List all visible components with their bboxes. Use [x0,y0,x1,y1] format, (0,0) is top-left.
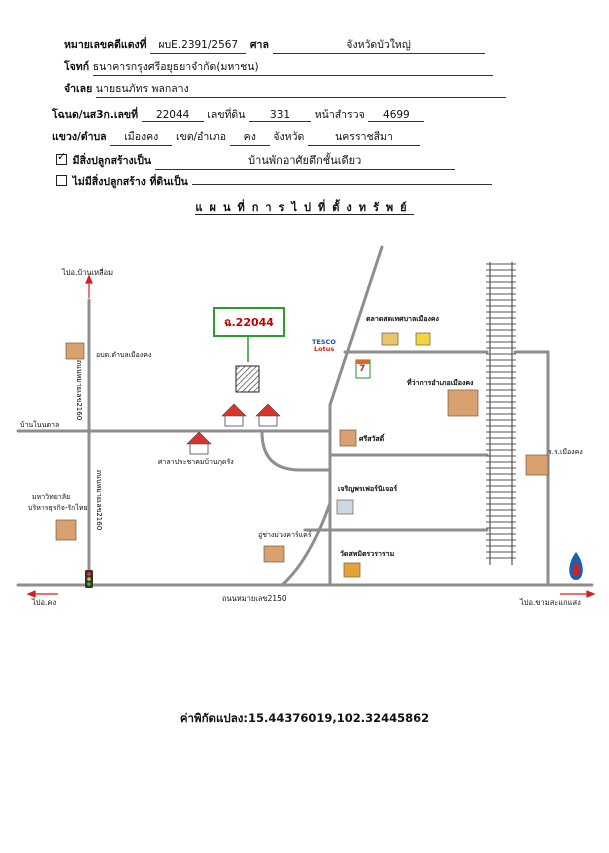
community-hall-icon [186,431,212,455]
deed-label: โฉนด/นส3ก.เลขที่ [52,109,138,121]
label-market: ตลาดสดเทศบาลเมืองคง [366,315,439,323]
house-icon-1 [221,403,247,427]
checkmark-icon: ✓ [57,150,67,163]
label-sao: อบต.ตำบลเมืองคง [96,351,152,359]
plaintiff-label: โจทก์ [64,61,90,73]
case-label: หมายเลขคดีแดงที่ [64,39,147,51]
road-garage [280,501,332,587]
defendant-label: จำเลย [64,83,93,95]
deed-line: โฉนด/นส3ก.เลขที่ 22044 เลขที่ดิน 331 หน้… [52,106,425,123]
subdistrict-value: เมืองคง [110,128,173,146]
arrow-east-icon [586,590,596,598]
label-furniture: เจริญพรเฟอร์นิเจอร์ [338,485,398,493]
location-line: แขวง/ตำบล เมืองคง เขต/อำเภอ คง จังหวัด น… [52,128,420,146]
label-ban-non-tan: บ้านโนนตาล [20,421,60,429]
no-building-checkbox[interactable] [56,175,67,186]
no-building-line: ไม่มีสิ่งปลูกสร้าง ที่ดินเป็น [56,173,492,190]
label-district-office: ที่ว่าการอำเภอเมืองคง [407,379,474,387]
case-number: ผบE.2391/2567 [150,36,247,54]
market-icon [381,332,399,346]
road-curve [260,430,332,472]
defendant-line: จำเลย นายธนภัทร พลกลาง [64,80,506,98]
district-office-icon [447,389,479,417]
arrow-west-icon [26,590,36,598]
temple-icon [343,562,361,578]
coordinates-line: ค่าพิกัดแปลง:15.44376019,102.32445862 [0,710,609,728]
coordinates-label: ค่าพิกัดแปลง: [179,711,248,725]
map-title: แผนที่การไปที่ตั้งทรัพย์ [195,201,414,215]
label-school: ร.ร.เมืองคง [548,448,583,456]
garage-icon [263,545,285,563]
school-building-icon [525,454,549,476]
road-2160-label-upper: ถนนหมายเลข2160 [75,360,83,420]
no-building-value [191,173,492,185]
case-line: หมายเลขคดีแดงที่ ผบE.2391/2567 ศาล จังหว… [64,36,485,54]
label-to-kham-sakae-saeng: ไปอ.ขามสะแกแสง [520,598,581,607]
has-building-checkbox[interactable]: ✓ [56,150,67,165]
sao-building-icon [65,342,85,360]
road-main-diagonal [328,245,384,587]
gas-station-icon [569,552,583,580]
seven-eleven-icon [355,359,371,379]
road-right-side [513,350,550,587]
srisawat-icon [339,429,357,447]
label-tesco: TESCO [312,338,336,346]
no-building-label: ไม่มีสิ่งปลูกสร้าง ที่ดินเป็น [72,176,188,188]
railway [486,262,516,565]
arrow-north-icon [85,274,93,284]
province-value: นครราชสีมา [307,128,420,146]
label-road-2150: ถนนหมายเลข2150 [222,594,287,603]
survey-label: หน้าสำรวจ [314,109,365,121]
label-to-khong: ไปอ.คง [32,598,57,607]
furniture-shop-icon [336,499,354,515]
survey-number: 4699 [368,109,425,122]
land-number: 331 [249,109,312,122]
university-building-icon [55,519,77,541]
subdistrict-label: แขวง/ตำบล [52,131,107,143]
label-srisawat: ศรีสวัสดิ์ [359,435,385,443]
has-building-value: บ้านพักอาศัยตึกชั้นเดียว [154,151,455,170]
building-line: ✓ มีสิ่งปลูกสร้างเป็น บ้านพักอาศัยตึกชั้… [56,151,455,170]
coordinates-value: 15.44376019,102.32445862 [247,711,430,725]
has-building-label: มีสิ่งปลูกสร้างเป็น [72,155,152,167]
label-seven-eleven: 7 [359,364,366,374]
label-university-2: บริหารธุรกิจ-รักไทย [28,504,88,512]
plaintiff-name: ธนาคารกรุงศรีอยุธยาจำกัด(มหาชน) [92,58,493,76]
traffic-light-icon [85,570,93,588]
deed-number: 22044 [141,109,204,122]
district-value: คง [229,128,270,146]
label-community-hall: ศาลาประชาคมบ้านกุดรัง [158,458,234,466]
district-label: เขต/อำเภอ [175,131,227,143]
court-name: จังหวัดบัวใหญ่ [272,36,485,54]
label-lotus: Lotus [314,345,335,353]
parcel-hatched [235,365,260,393]
market-sign-icon [415,332,431,346]
house-icon-2 [255,403,281,427]
plaintiff-line: โจทก์ ธนาคารกรุงศรีอยุธยาจำกัด(มหาชน) [64,58,493,76]
label-university-1: มหาวิทยาลัย [32,493,71,501]
label-temple: วัดสหมิตรวราราม [340,550,395,558]
defendant-name: นายธนภัทร พลกลาง [95,80,506,98]
label-garage: อู่ช่างม่วงคาร์แคร์ [258,531,312,539]
court-label: ศาล [249,39,269,51]
road-2160-label-lower: ถนนหมายเลข2160 [95,470,103,530]
label-to-ban-lueam: ไปอ.บ้านเหลื่อม [62,268,114,277]
parcel-label-box: ฉ.22044 [213,307,285,337]
province-label: จังหวัด [273,131,305,143]
land-no-label: เลขที่ดิน [207,109,246,121]
